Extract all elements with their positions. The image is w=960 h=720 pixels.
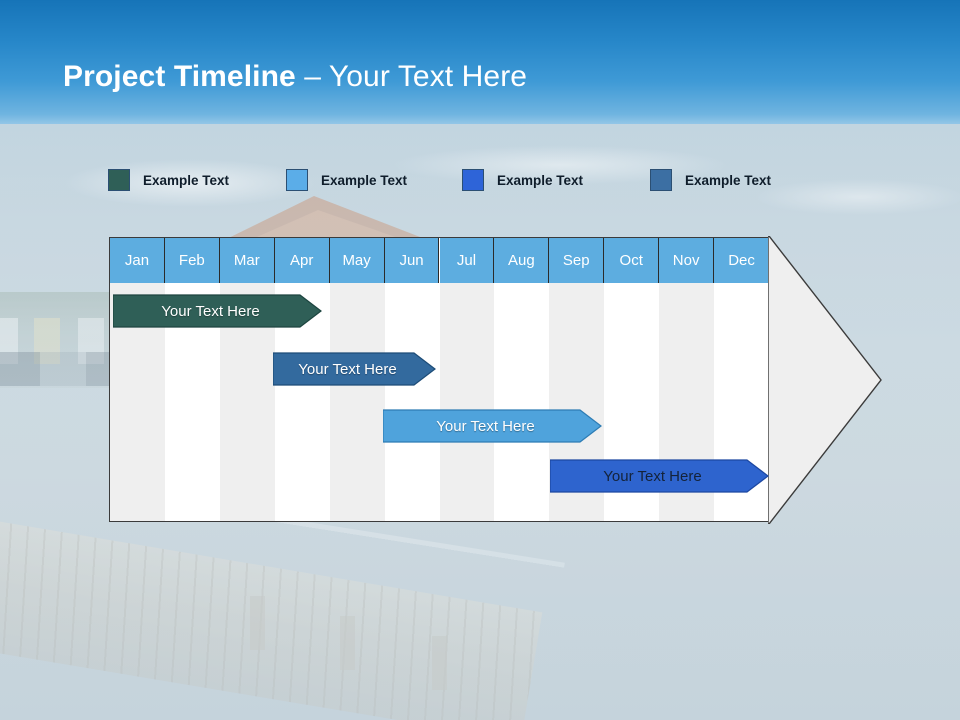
month-header-mar[interactable]: Mar <box>219 238 275 283</box>
timeline-bar-2[interactable]: Your Text Here <box>273 352 436 386</box>
timeline-bar-3[interactable]: Your Text Here <box>383 409 602 443</box>
timeline-bar-label: Your Text Here <box>298 360 397 378</box>
month-header-apr[interactable]: Apr <box>274 238 330 283</box>
month-header-jan[interactable]: Jan <box>110 238 165 283</box>
month-header-dec[interactable]: Dec <box>714 238 769 283</box>
page-title: Project Timeline – Your Text Here <box>63 60 527 94</box>
timeline-column-apr: Apr <box>274 238 330 521</box>
timeline-column-oct: Oct <box>604 238 660 521</box>
legend-item-label: Example Text <box>321 172 408 188</box>
timeline-bar-label: Your Text Here <box>161 302 260 320</box>
month-header-feb[interactable]: Feb <box>164 238 220 283</box>
legend-item-3[interactable]: Example Text <box>462 169 583 191</box>
timeline-bar-shape <box>550 459 769 493</box>
legend-item-label: Example Text <box>685 172 772 188</box>
timeline-column-dec: Dec <box>714 238 769 521</box>
timeline-bar-shape <box>113 294 322 328</box>
legend-item-4[interactable]: Example Text <box>650 169 771 191</box>
legend-swatch-icon <box>108 169 130 191</box>
page-title-bold: Project Timeline <box>63 60 296 93</box>
month-header-may[interactable]: May <box>329 238 385 283</box>
header-band: Project Timeline – Your Text Here <box>0 0 960 124</box>
legend-swatch-icon <box>462 169 484 191</box>
month-header-jul[interactable]: Jul <box>439 238 495 283</box>
timeline-bar-4[interactable]: Your Text Here <box>550 459 769 493</box>
timeline-bar-1[interactable]: Your Text Here <box>113 294 322 328</box>
timeline-column-jun: Jun <box>384 238 440 521</box>
timeline-column-jul: Jul <box>439 238 495 521</box>
timeline-column-jan: Jan <box>110 238 165 521</box>
timeline-column-mar: Mar <box>219 238 275 521</box>
timeline-column-aug: Aug <box>494 238 550 521</box>
legend-item-2[interactable]: Example Text <box>286 169 407 191</box>
timeline-bar-label: Your Text Here <box>436 417 535 435</box>
month-header-oct[interactable]: Oct <box>604 238 660 283</box>
timeline-bar-label: Your Text Here <box>603 467 702 485</box>
legend-item-label: Example Text <box>143 172 230 188</box>
legend-swatch-icon <box>286 169 308 191</box>
legend-item-label: Example Text <box>497 172 584 188</box>
month-header-sep[interactable]: Sep <box>549 238 605 283</box>
timeline-arrow-tip <box>768 235 882 524</box>
timeline-column-feb: Feb <box>164 238 220 521</box>
timeline-bar-shape <box>273 352 436 386</box>
month-header-nov[interactable]: Nov <box>659 238 715 283</box>
timeline-bar-shape <box>383 409 602 443</box>
legend-swatch-icon <box>650 169 672 191</box>
page-title-rest: – Your Text Here <box>295 60 528 93</box>
legend-item-1[interactable]: Example Text <box>108 169 229 191</box>
month-header-jun[interactable]: Jun <box>384 238 440 283</box>
month-header-aug[interactable]: Aug <box>494 238 550 283</box>
